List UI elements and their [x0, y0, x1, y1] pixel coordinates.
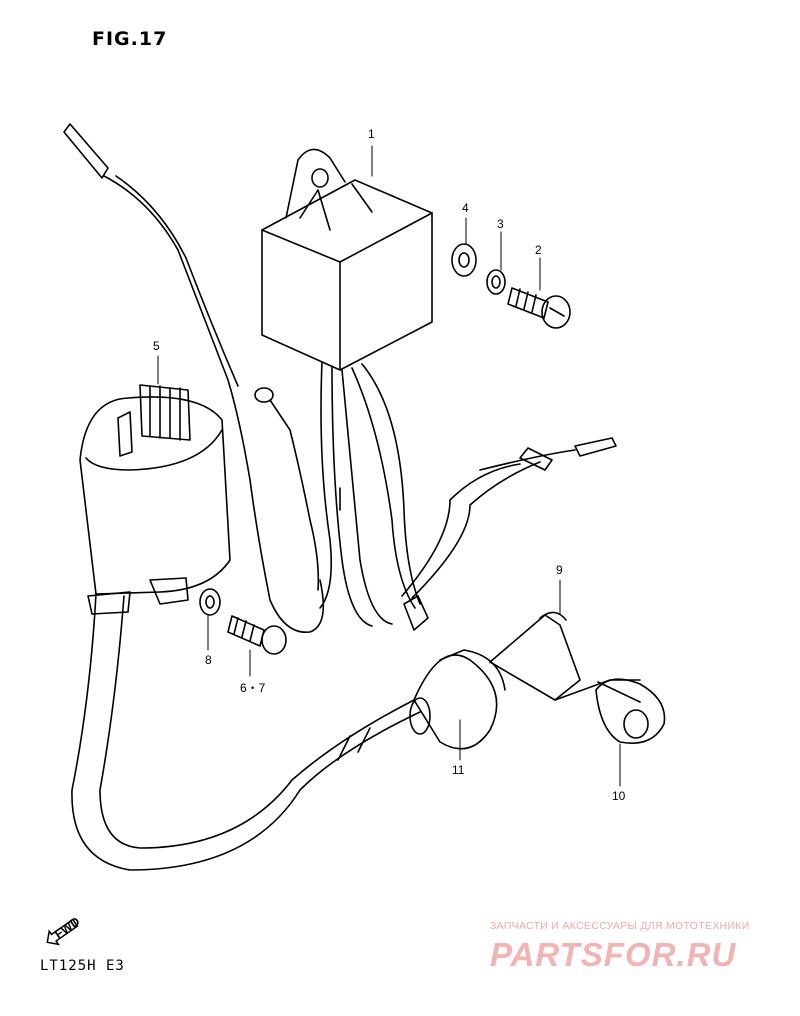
callout-1: 1 [368, 127, 375, 141]
watermark-logo: PARTSFOR.RU [490, 936, 737, 973]
forward-arrow-icon: FWD [46, 916, 82, 946]
model-code: LT125H E3 [40, 958, 125, 974]
ground-lead [63, 123, 325, 633]
cap-boot-11 [409, 649, 506, 750]
cdi-unit [261, 148, 617, 631]
callout-3: 3 [497, 217, 504, 231]
watermark-subtitle: ЗАПЧАСТИ И АКСЕССУАРЫ ДЛЯ МОТОТЕХНИКИ [490, 920, 750, 932]
washer-8 [199, 588, 221, 616]
callout-4: 4 [462, 201, 469, 215]
ignition-coil [71, 384, 421, 871]
fwd-label: FWD [52, 916, 82, 941]
cap-10 [595, 678, 666, 744]
figure-title: FIG.17 [92, 28, 168, 50]
bolt-6-7 [227, 615, 287, 655]
callout-6-7: 6・7 [240, 681, 266, 695]
callout-11: 11 [452, 763, 465, 777]
callout-5: 5 [153, 339, 160, 353]
lock-washer-3 [486, 269, 506, 295]
callout-9: 9 [556, 563, 563, 577]
spark-plug-cap-9 [489, 611, 641, 703]
callout-8: 8 [205, 653, 212, 667]
screw-2 [507, 287, 571, 329]
callout-10: 10 [612, 789, 626, 803]
callout-2: 2 [535, 243, 542, 257]
washer-4 [451, 243, 477, 277]
